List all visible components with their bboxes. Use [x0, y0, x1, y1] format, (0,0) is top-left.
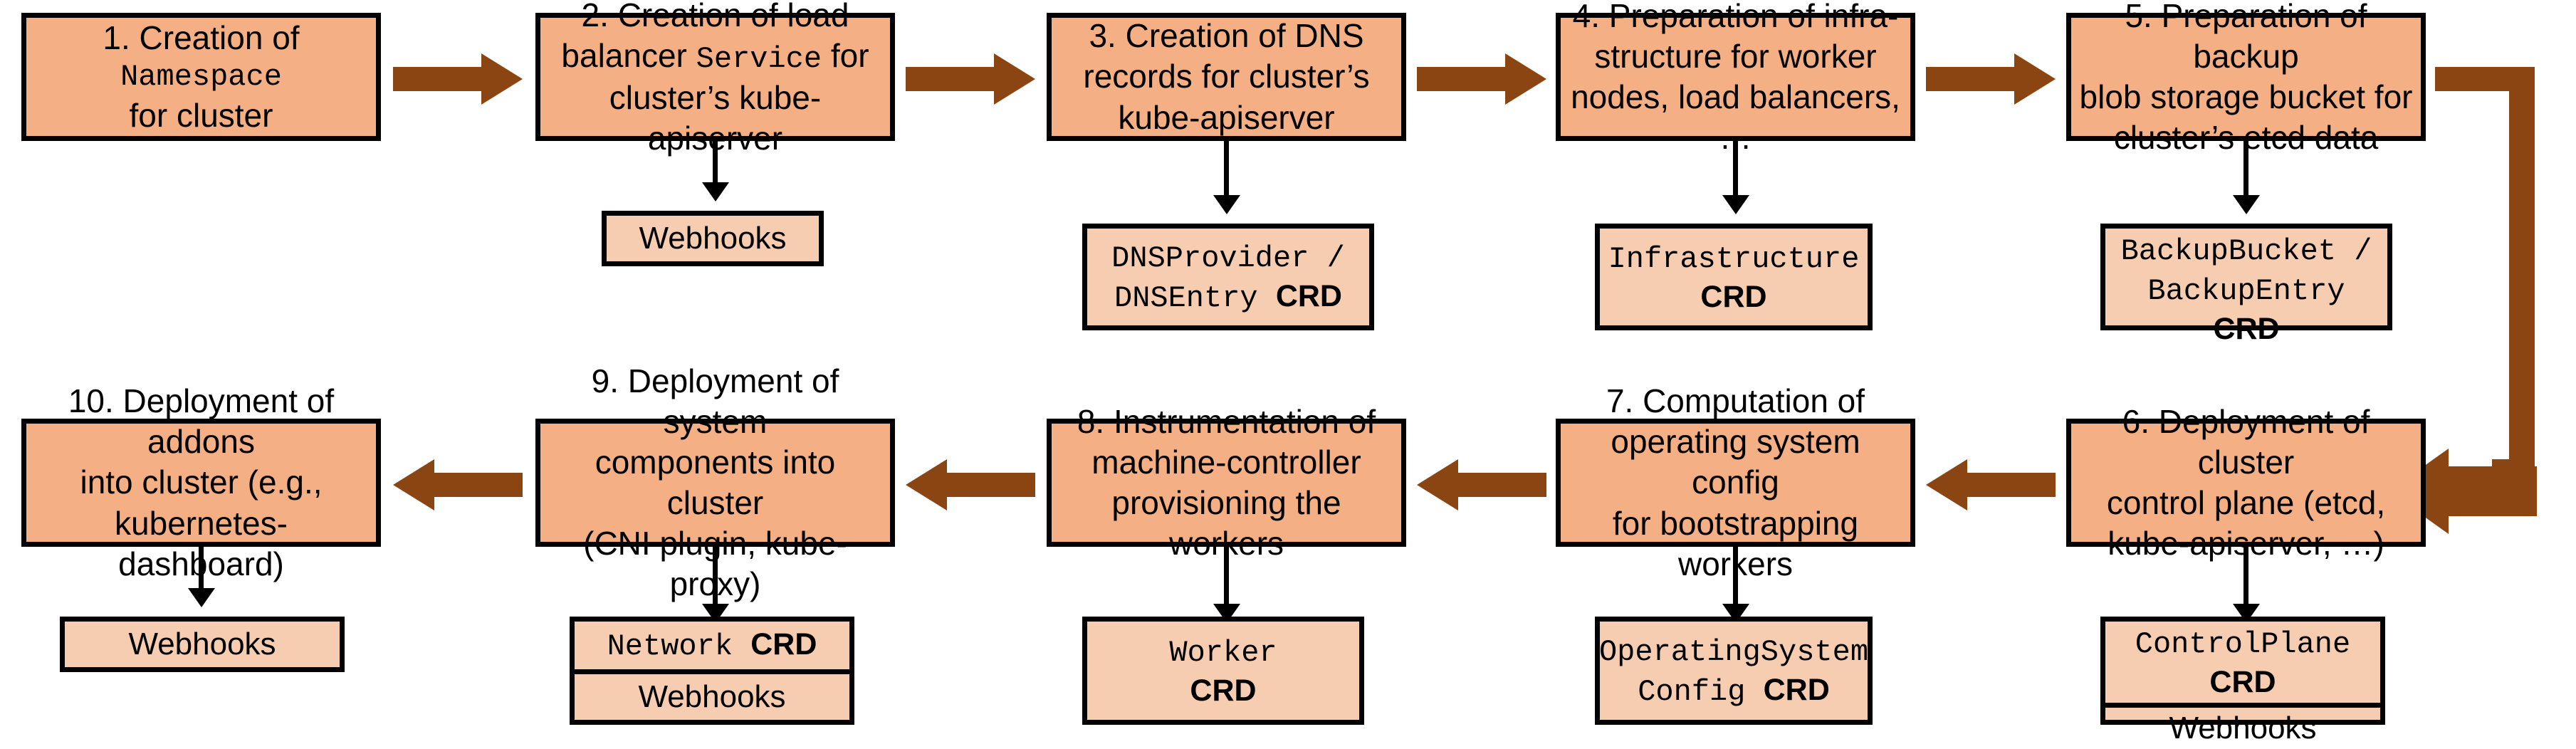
crd-tag: CRD — [750, 627, 817, 662]
step-box-9[interactable]: 9. Deployment of system components into … — [535, 362, 895, 602]
step-10-line-2: into cluster (e.g., — [80, 463, 323, 501]
step-box-10[interactable]: 10. Deployment of addons into cluster (e… — [21, 382, 381, 582]
backupbucket-label: BackupBucket / — [2120, 234, 2372, 268]
step-2-line-2-prefix: balancer — [561, 36, 696, 74]
step-2-line-1: 2. Creation of load — [581, 0, 849, 33]
step-4-line-1: 4. Preparation of infra- — [1572, 0, 1899, 34]
block-arrow-9-to-10 — [393, 459, 523, 510]
artifact-cell-webhooks: Webhooks — [65, 622, 340, 667]
step-5-line-1: 5. Preparation of backup — [2125, 0, 2367, 75]
crd-tag: CRD — [1190, 674, 1257, 708]
webhooks-label: Webhooks — [128, 627, 276, 662]
step-6-line-2: control plane (etcd, — [2106, 484, 2386, 521]
block-arrow-7-to-8 — [1417, 459, 1546, 510]
dnsprovider-label: DNSProvider / — [1111, 241, 1345, 276]
block-arrow-3-to-4 — [1417, 53, 1546, 105]
artifact-box-infrastructure-crd[interactable]: Infrastructure CRD — [1595, 224, 1873, 330]
artifact-cell-osc-crd: OperatingSystem Config CRD — [1598, 622, 1869, 720]
step-2-line-2: balancer Service for — [546, 36, 884, 78]
block-arrow-1-to-2 — [393, 53, 523, 105]
artifact-cell-webhooks: Webhooks — [607, 216, 819, 261]
crd-tag: CRD — [1700, 280, 1767, 315]
block-arrow-4-to-5 — [1926, 53, 2056, 105]
step-4-line-2: structure for worker — [1594, 37, 1877, 75]
connector-step-6-to-controlplane-crd — [2243, 547, 2248, 605]
block-arrow-6-to-7 — [1926, 459, 2056, 510]
connector-step-7-to-osc-crd — [1733, 547, 1738, 605]
connector-step-10-to-webhooks — [199, 547, 204, 590]
artifact-cell-dns-crd: DNSProvider / DNSEntry CRD — [1087, 229, 1369, 325]
step-1-line-2: Namespace — [120, 59, 282, 94]
artifact-cell-controlplane-crd: ControlPlane CRD — [2105, 622, 2380, 703]
step-box-2[interactable]: 2. Creation of load balancer Service for… — [535, 0, 895, 157]
artifact-cell-webhooks: Webhooks — [2105, 702, 2380, 749]
step-3-line-1: 3. Creation of DNS — [1089, 17, 1364, 55]
block-arrow-8-to-9 — [906, 459, 1035, 510]
step-box-6[interactable]: 6. Deployment of cluster control plane (… — [2066, 403, 2426, 562]
block-arrow-2-to-3 — [906, 53, 1035, 105]
step-8-line-1: 8. Instrumentation of — [1077, 402, 1376, 440]
webhooks-label: Webhooks — [639, 221, 787, 256]
step-2-line-3: cluster’s kube-apiserver — [609, 79, 822, 157]
elbow-arrow-5-to-6 — [2435, 53, 2576, 509]
connector-step-9-to-network-crd — [713, 547, 718, 605]
dnsentry-label: DNSEntry — [1114, 281, 1276, 315]
step-7-line-1: 7. Computation of — [1606, 382, 1865, 420]
artifact-box-step-10-webhooks[interactable]: Webhooks — [60, 617, 345, 672]
artifact-cell-backupbucket-crd: BackupBucket / BackupEntry CRD — [2105, 229, 2387, 350]
webhooks-label: Webhooks — [638, 679, 786, 715]
step-box-8[interactable]: 8. Instrumentation of machine-controller… — [1047, 403, 1406, 562]
crd-tag: CRD — [2209, 665, 2276, 700]
step-box-1[interactable]: 1. Creation of Namespace for cluster — [21, 13, 381, 141]
step-6-line-1: 6. Deployment of cluster — [2122, 402, 2370, 481]
step-9-line-2: components into cluster — [595, 443, 836, 521]
connector-step-2-to-webhooks — [713, 141, 718, 184]
crd-tag: CRD — [1763, 673, 1830, 707]
artifact-cell-infrastructure-crd: Infrastructure CRD — [1600, 229, 1868, 325]
artifact-cell-network-crd: Network CRD — [575, 622, 849, 669]
operatingsystem-label: OperatingSystem — [1598, 634, 1869, 669]
artifact-box-network-crd-webhooks[interactable]: Network CRD Webhooks — [570, 617, 854, 725]
connector-step-8-to-worker-crd — [1224, 547, 1229, 605]
controlplane-label: ControlPlane — [2135, 627, 2351, 661]
elbow-arrowhead-to-step-6 — [2389, 449, 2537, 534]
backupentry-label: BackupEntry — [2147, 274, 2345, 309]
step-4-line-3: nodes, load balancers, … — [1571, 78, 1900, 157]
artifact-box-step-2-webhooks[interactable]: Webhooks — [602, 211, 824, 266]
step-8-line-2: machine-controller — [1091, 443, 1361, 481]
step-3-line-3: kube-apiserver — [1118, 98, 1335, 136]
artifact-cell-webhooks: Webhooks — [575, 669, 849, 720]
artifact-cell-worker-crd: Worker CRD — [1087, 622, 1359, 720]
artifact-box-osc-crd[interactable]: OperatingSystem Config CRD — [1595, 617, 1873, 725]
step-1-line-1: 1. Creation of — [103, 19, 300, 56]
artifact-box-backupbucket-crd[interactable]: BackupBucket / BackupEntry CRD — [2100, 224, 2392, 346]
connector-step-4-to-infrastructure-crd — [1733, 141, 1738, 197]
step-7-line-2: operating system config — [1611, 423, 1860, 501]
connector-step-3-to-dns-crd — [1224, 141, 1229, 197]
webhooks-label: Webhooks — [2169, 710, 2317, 745]
step-box-7[interactable]: 7. Computation of operating system confi… — [1556, 382, 1915, 582]
step-9-line-1: 9. Deployment of system — [591, 362, 839, 440]
step-1-line-3: for cluster — [129, 97, 273, 135]
crd-tag: CRD — [1275, 279, 1342, 313]
worker-label: Worker — [1169, 636, 1277, 671]
artifact-box-controlplane-crd-webhooks[interactable]: ControlPlane CRD Webhooks — [2100, 617, 2385, 745]
infrastructure-label: Infrastructure — [1608, 242, 1860, 277]
step-box-3[interactable]: 3. Creation of DNS records for cluster’s… — [1047, 13, 1406, 141]
step-box-5[interactable]: 5. Preparation of backup blob storage bu… — [2066, 0, 2426, 156]
step-2-service-keyword: Service — [696, 41, 822, 76]
step-2-line-2-suffix: for — [822, 36, 869, 74]
crd-tag: CRD — [2213, 312, 2280, 347]
network-label: Network — [607, 629, 751, 664]
config-label: Config — [1638, 675, 1764, 709]
step-10-line-1: 10. Deployment of addons — [68, 382, 335, 461]
step-3-line-2: records for cluster’s — [1083, 58, 1370, 95]
step-box-4[interactable]: 4. Preparation of infra- structure for w… — [1556, 0, 1915, 156]
connector-step-5-to-backupbucket-crd — [2243, 141, 2248, 197]
artifact-box-dns-crd[interactable]: DNSProvider / DNSEntry CRD — [1082, 224, 1374, 330]
step-5-line-2: blob storage bucket for — [2079, 78, 2413, 115]
artifact-box-worker-crd[interactable]: Worker CRD — [1082, 617, 1364, 725]
